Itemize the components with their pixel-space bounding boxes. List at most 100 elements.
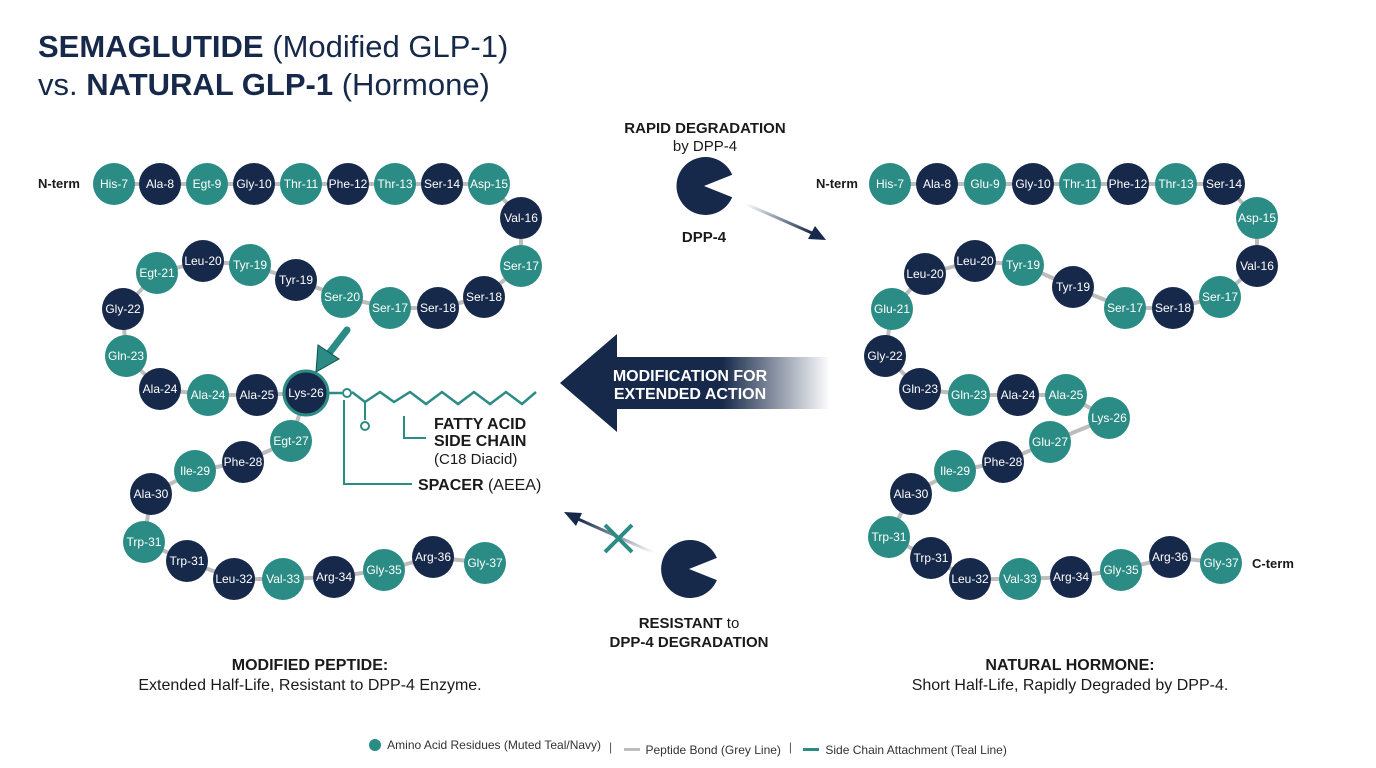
residue-label: Gly-10 [236,177,272,191]
right-residue-leu-20: Leu-20 [904,253,946,295]
right-residue-phe-12: Phe-12 [1107,163,1149,205]
residue-bead [1100,549,1142,591]
residue-label: Egt-9 [193,177,222,191]
legend: Amino Acid Residues (Muted Teal/Navy)| P… [0,738,1376,757]
residue-bead [1236,197,1278,239]
left-residue-val-16: Val-16 [500,197,542,239]
residue-label: Val-16 [504,211,538,225]
residue-bead [464,542,506,584]
residue-label: Glu-27 [1032,435,1068,449]
residue-bead [1236,245,1278,287]
residue-bead [186,163,228,205]
bond-line-icon [623,748,640,751]
residue-bead [374,163,416,205]
blocked-x-icon [603,523,634,554]
residue-label: Gly-22 [105,302,141,316]
residue-label: Leu-20 [184,254,222,268]
side-chain-line-icon [803,748,820,751]
residue-bead [1199,276,1241,318]
residue-label: Glu-9 [970,177,1000,191]
residue-bead [1012,163,1054,205]
residue-bead [948,374,990,416]
left-caption: MODIFIED PEPTIDE: Extended Half-Life, Re… [70,656,550,696]
residue-label: Ala-25 [1049,388,1084,402]
left-residue-trp-31: Trp-31 [123,521,165,563]
residue-bead [1107,163,1149,205]
residue-bead [1152,287,1194,329]
residue-bead [275,259,317,301]
left-caption-body: Extended Half-Life, Resistant to DPP-4 E… [138,677,482,694]
left-residue-thr-11: Thr-11 [280,163,322,205]
residue-label: Leu-32 [215,572,253,586]
left-residue-ser-18: Ser-18 [417,287,459,329]
title-natural-glp1: NATURAL GLP-1 [86,67,334,102]
residue-bead [1104,287,1146,329]
residue-label: Tyr-19 [233,258,267,272]
right-caption: NATURAL HORMONE: Short Half-Life, Rapidl… [830,656,1310,696]
residue-label: Ala-24 [1001,388,1036,402]
residue-bead [1059,163,1101,205]
residue-label: Thr-13 [1158,177,1194,191]
residue-label: Egt-27 [273,434,309,448]
residue-label: Leu-20 [956,254,994,268]
right-caption-heading: NATURAL HORMONE: [985,657,1155,674]
residue-label: Ser-17 [503,259,539,273]
modification-label-line2: EXTENDED ACTION [614,386,766,403]
residue-label: Gly-35 [1103,563,1139,577]
residue-label: Ser-17 [1107,301,1143,315]
right-residue-ser-17: Ser-17 [1104,287,1146,329]
residue-label: Val-33 [266,572,300,586]
title-modified-glp1: (Modified GLP-1) [272,29,509,64]
right-residue-gly-22: Gly-22 [864,335,906,377]
residue-bead [964,163,1006,205]
residue-label: Trp-31 [914,551,949,565]
residue-bead [1029,421,1071,463]
left-residue-ser-17: Ser-17 [500,245,542,287]
residue-bead [864,335,906,377]
residue-bead [949,558,991,600]
right-residue-gln-23: Gln-23 [899,368,941,410]
left-n-term-label: N-term [38,176,80,191]
residue-label: Gln-23 [108,349,144,363]
left-residue-ala-24: Ala-24 [139,368,181,410]
right-residue-glu-27: Glu-27 [1029,421,1071,463]
left-residue-ser-18: Ser-18 [463,276,505,318]
left-residue-arg-36: Arg-36 [412,536,454,578]
residue-bead [1200,542,1242,584]
left-residue-gly-37: Gly-37 [464,542,506,584]
residue-bead [999,558,1041,600]
right-residue-arg-36: Arg-36 [1149,536,1191,578]
residue-label: Asp-15 [470,177,508,191]
residue-bead [500,245,542,287]
left-residue-ser-17: Ser-17 [369,287,411,329]
right-residue-ser-17: Ser-17 [1199,276,1241,318]
residue-label: Ser-18 [420,301,456,315]
spacer-label: SPACER (AEEA) [418,477,541,494]
right-residue-gly-35: Gly-35 [1100,549,1142,591]
residue-label: Ser-14 [1206,177,1242,191]
residue-bead [910,537,952,579]
fatty-acid-side-chain [282,369,537,485]
left-residue-his-7: His-7 [93,163,135,205]
residue-label: Ile-29 [180,464,210,478]
right-residue-glu-9: Glu-9 [964,163,1006,205]
residue-bead [1045,374,1087,416]
residue-bead [136,252,178,294]
residue-bead [327,163,369,205]
left-residue-leu-32: Leu-32 [213,558,255,600]
right-residue-gly-37: Gly-37 [1200,542,1242,584]
right-residue-arg-34: Arg-34 [1050,556,1092,598]
title-vs: vs. [38,67,78,102]
residue-bead [916,163,958,205]
left-residue-gly-35: Gly-35 [363,549,405,591]
residue-bead [417,287,459,329]
left-residue-trp-31: Trp-31 [166,540,208,582]
left-residue-thr-13: Thr-13 [374,163,416,205]
residue-label: Ser-14 [424,177,460,191]
left-residue-gly-10: Gly-10 [233,163,275,205]
left-residue-ala-25: Ala-25 [236,374,278,416]
right-residue-gly-10: Gly-10 [1012,163,1054,205]
right-residue-trp-31: Trp-31 [910,537,952,579]
left-residue-ser-14: Ser-14 [421,163,463,205]
